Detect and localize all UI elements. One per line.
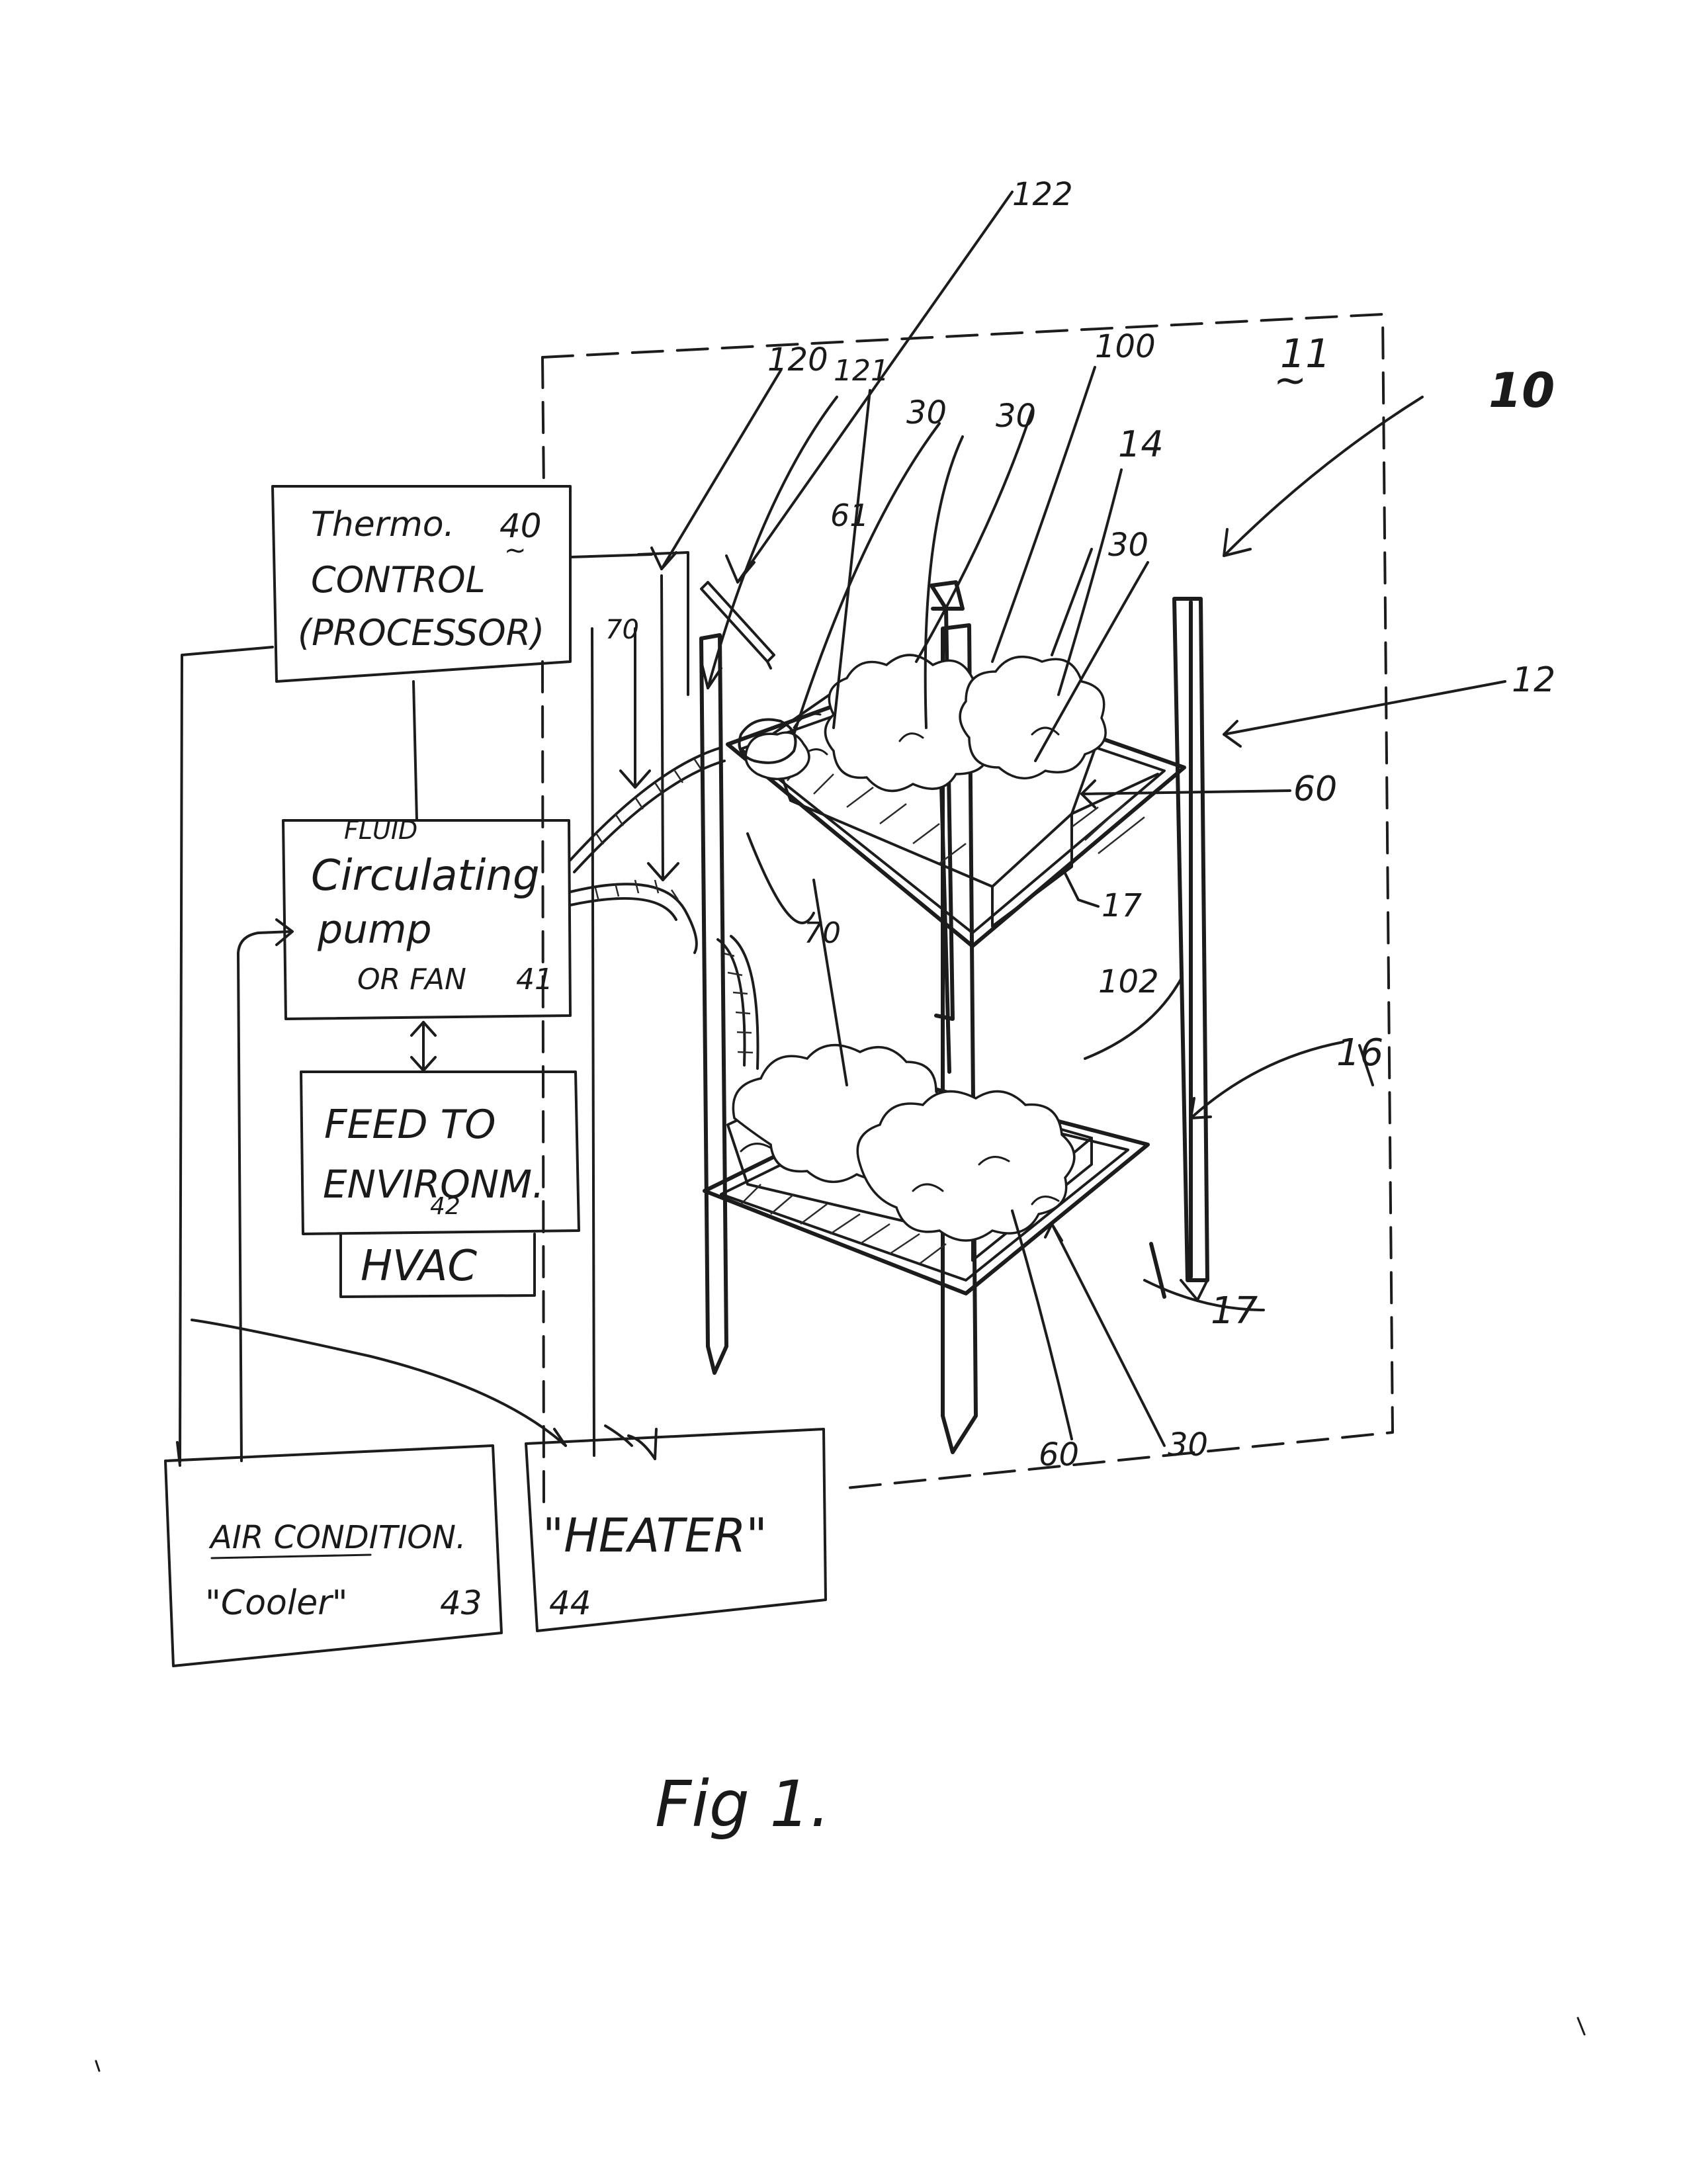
figure-label: Fig 1. bbox=[655, 1767, 830, 1841]
cooler-ref: 43 bbox=[440, 1584, 482, 1622]
callout-121: 121 bbox=[834, 354, 889, 388]
controller-label-line3: (PROCESSOR) bbox=[298, 612, 544, 654]
callout-102: 102 bbox=[1098, 963, 1159, 1000]
callout-30a: 30 bbox=[906, 394, 947, 431]
callout-16: 16 bbox=[1336, 1031, 1383, 1074]
system-wiring bbox=[176, 551, 759, 1467]
callout-30d: 30 bbox=[1168, 1426, 1208, 1463]
callout-11: 11 bbox=[1280, 331, 1330, 377]
callout-numbers: 10 11 ~ 122 120 121 100 30 30 14 30 61 7… bbox=[605, 176, 1555, 1473]
feed-ref: 42 bbox=[430, 1193, 460, 1220]
callout-17a: 17 bbox=[1102, 887, 1143, 924]
feed-hvac-label: HVAC bbox=[361, 1242, 477, 1291]
pump-label-line1: Circulating bbox=[311, 852, 540, 900]
leader-lines bbox=[650, 191, 1506, 1447]
controller-label-line2: CONTROL bbox=[311, 559, 486, 601]
callout-17b: 17 bbox=[1211, 1289, 1258, 1332]
feed-label-line2: ENVIRONM. bbox=[323, 1162, 544, 1207]
callout-122: 122 bbox=[1012, 176, 1073, 213]
cooler-label-line1: AIR CONDITION. bbox=[208, 1519, 466, 1556]
pump-label-line3: OR FAN bbox=[357, 963, 466, 996]
scan-marks bbox=[95, 2017, 1586, 2072]
controller-label-line1: Thermo. bbox=[311, 505, 454, 545]
callout-100: 100 bbox=[1095, 328, 1156, 365]
callout-10: 10 bbox=[1489, 363, 1555, 418]
callout-30c: 30 bbox=[1108, 527, 1148, 564]
pump-label-line2: pump bbox=[317, 906, 432, 953]
controller-ref: 40 bbox=[499, 507, 542, 545]
environment-boundary bbox=[541, 313, 1394, 1503]
plant-growth-upper bbox=[744, 654, 1107, 793]
pump-ref: 41 bbox=[516, 963, 553, 996]
callout-30b: 30 bbox=[996, 398, 1036, 435]
callout-12: 12 bbox=[1512, 660, 1555, 700]
pump-box: FLUID Circulating pump OR FAN 41 bbox=[282, 816, 572, 1020]
controller-ref-tilde: ~ bbox=[504, 535, 527, 566]
tube-hatching bbox=[594, 759, 754, 1054]
callout-120: 120 bbox=[767, 341, 828, 378]
callout-14: 14 bbox=[1118, 423, 1164, 465]
feed-label-line1: FEED TO bbox=[324, 1102, 496, 1148]
feed-box: FEED TO ENVIRONM. 42 HVAC bbox=[300, 1070, 580, 1298]
callout-60b: 60 bbox=[1039, 1436, 1079, 1473]
pump-label-line0: FLUID bbox=[344, 816, 417, 845]
heater-ref: 44 bbox=[549, 1584, 591, 1622]
injector-nozzle bbox=[700, 581, 797, 764]
controller-box: Thermo. 40 ~ CONTROL (PROCESSOR) bbox=[271, 485, 572, 683]
callout-70a: 70 bbox=[605, 615, 639, 645]
callout-70b: 70 bbox=[804, 916, 841, 950]
cooler-box: AIR CONDITION. "Cooler" 43 bbox=[164, 1444, 503, 1667]
heater-label: "HEATER" bbox=[542, 1508, 767, 1563]
cooler-label-line2: "Cooler" bbox=[205, 1583, 348, 1623]
callout-60a: 60 bbox=[1293, 769, 1337, 809]
plant-growth-lower bbox=[732, 1043, 1076, 1242]
callout-61: 61 bbox=[830, 498, 869, 533]
callout-11-tilde: ~ bbox=[1274, 357, 1307, 404]
heater-box: "HEATER" 44 bbox=[525, 1428, 827, 1632]
